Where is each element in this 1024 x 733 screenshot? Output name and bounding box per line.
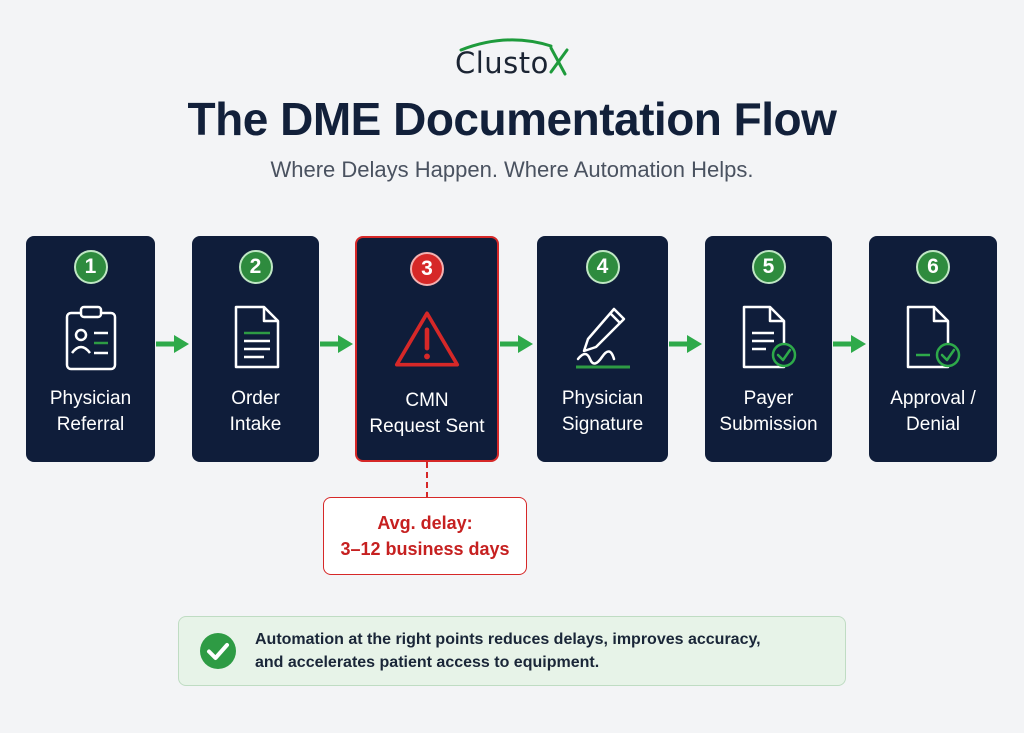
step-card-payer-submission: 5 Payer Submission xyxy=(705,236,832,462)
brand-logo: Clusto xyxy=(0,36,1024,86)
step-card-physician-signature: 4 Physician Signature xyxy=(537,236,668,462)
delay-label: Avg. delay: xyxy=(377,513,473,533)
page-subtitle: Where Delays Happen. Where Automation He… xyxy=(270,157,754,182)
step-card-physician-referral: 1 Physician Referral xyxy=(26,236,155,462)
step-card-approval-denial: 6 Approval / Denial xyxy=(869,236,997,462)
step-card-order-intake: 2 Order Intake xyxy=(192,236,319,462)
document-check-icon xyxy=(736,302,802,372)
delay-value: 3–12 business days xyxy=(340,539,510,559)
step-number-badge: 4 xyxy=(585,250,620,284)
step-number-badge: 3 xyxy=(410,252,444,286)
delay-callout: Avg. delay: 3–12 business days xyxy=(323,497,527,575)
step-card-cmn-request-sent: 3 CMN Request Sent xyxy=(355,236,499,462)
step-number-badge: 5 xyxy=(751,250,786,284)
page-title: The DME Documentation Flow xyxy=(187,93,837,145)
brand-name: Clusto xyxy=(455,46,549,80)
arrow-right-icon xyxy=(320,335,353,353)
pen-signature-icon xyxy=(570,302,636,372)
step-label: CMN Request Sent xyxy=(369,390,485,437)
logo-swoosh-icon xyxy=(459,38,569,76)
arrow-right-icon xyxy=(669,335,702,353)
check-circle-icon xyxy=(200,633,236,669)
step-label: Physician Signature xyxy=(561,388,644,435)
clipboard-person-icon xyxy=(58,302,124,372)
document-check-icon xyxy=(900,302,966,372)
step-label: Physician Referral xyxy=(49,388,132,435)
delay-connector-line xyxy=(426,462,428,498)
arrow-right-icon xyxy=(833,335,866,353)
automation-note: Automation at the right points reduces d… xyxy=(178,616,846,686)
document-icon xyxy=(223,302,289,372)
arrow-right-icon xyxy=(156,335,189,353)
step-label: Order Intake xyxy=(229,388,282,435)
step-label: Approval / Denial xyxy=(890,388,976,435)
step-number-badge: 6 xyxy=(916,250,950,284)
step-number-badge: 2 xyxy=(238,250,273,284)
automation-note-text: Automation at the right points reduces d… xyxy=(255,631,761,671)
warning-triangle-icon xyxy=(394,304,460,374)
step-label: Payer Submission xyxy=(719,388,818,435)
step-number-badge: 1 xyxy=(73,250,108,284)
arrow-right-icon xyxy=(500,335,533,353)
